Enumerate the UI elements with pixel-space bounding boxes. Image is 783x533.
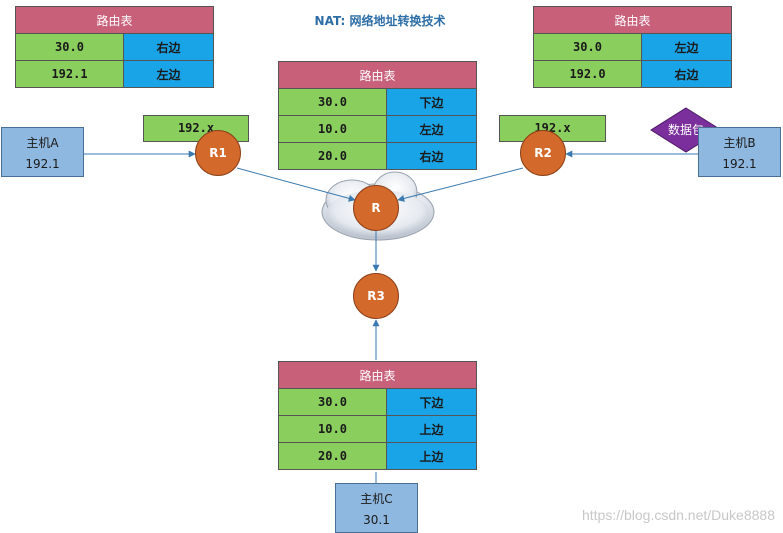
route-destination: 30.0	[15, 33, 124, 61]
host-a: 主机A 192.1	[1, 127, 84, 177]
host-name: 主机A	[26, 136, 59, 150]
packet-label: 数据包	[668, 122, 704, 137]
route-direction: 下边	[386, 388, 477, 416]
route-direction: 左边	[123, 60, 214, 88]
host-name: 主机C	[360, 492, 393, 506]
host-ip: 192.1	[25, 157, 60, 171]
route-direction: 上边	[386, 442, 477, 470]
route-direction: 下边	[386, 88, 477, 116]
route-destination: 30.0	[278, 388, 387, 416]
routing-table-header: 路由表	[533, 6, 732, 34]
route-destination: 20.0	[278, 142, 387, 170]
route-destination: 192.1	[15, 60, 124, 88]
host-b: 主机B 192.1	[698, 127, 781, 177]
routing-table-header: 路由表	[278, 61, 477, 89]
route-destination: 30.0	[278, 88, 387, 116]
route-direction: 上边	[386, 415, 477, 443]
routing-table-left: 路由表 30.0 右边 192.1 左边	[15, 6, 214, 88]
route-direction: 左边	[386, 115, 477, 143]
host-ip: 192.1	[722, 157, 757, 171]
route-direction: 右边	[386, 142, 477, 170]
routing-table-bottom: 路由表 30.0 下边 10.0 上边 20.0 上边	[278, 361, 477, 470]
router-r1: R1	[195, 130, 241, 176]
route-direction: 右边	[641, 60, 732, 88]
routing-table-center: 路由表 30.0 下边 10.0 左边 20.0 右边	[278, 61, 477, 170]
router-r: R	[353, 185, 399, 231]
watermark: https://blog.csdn.net/Duke8888	[581, 507, 775, 523]
routing-table-header: 路由表	[15, 6, 214, 34]
router-r2: R2	[520, 130, 566, 176]
host-ip: 30.1	[363, 513, 390, 527]
routing-table-right: 路由表 30.0 左边 192.0 右边	[533, 6, 732, 88]
route-destination: 10.0	[278, 415, 387, 443]
link-r1-r	[236, 167, 356, 202]
routing-table-header: 路由表	[278, 361, 477, 389]
route-destination: 10.0	[278, 115, 387, 143]
link-r2-r	[397, 167, 524, 202]
route-destination: 30.0	[533, 33, 642, 61]
host-c: 主机C 30.1	[335, 483, 418, 533]
host-name: 主机B	[723, 136, 756, 150]
router-r3: R3	[353, 273, 399, 319]
route-destination: 20.0	[278, 442, 387, 470]
route-destination: 192.0	[533, 60, 642, 88]
route-direction: 左边	[641, 33, 732, 61]
route-direction: 右边	[123, 33, 214, 61]
diagram-title: NAT: 网络地址转换技术	[314, 14, 446, 28]
